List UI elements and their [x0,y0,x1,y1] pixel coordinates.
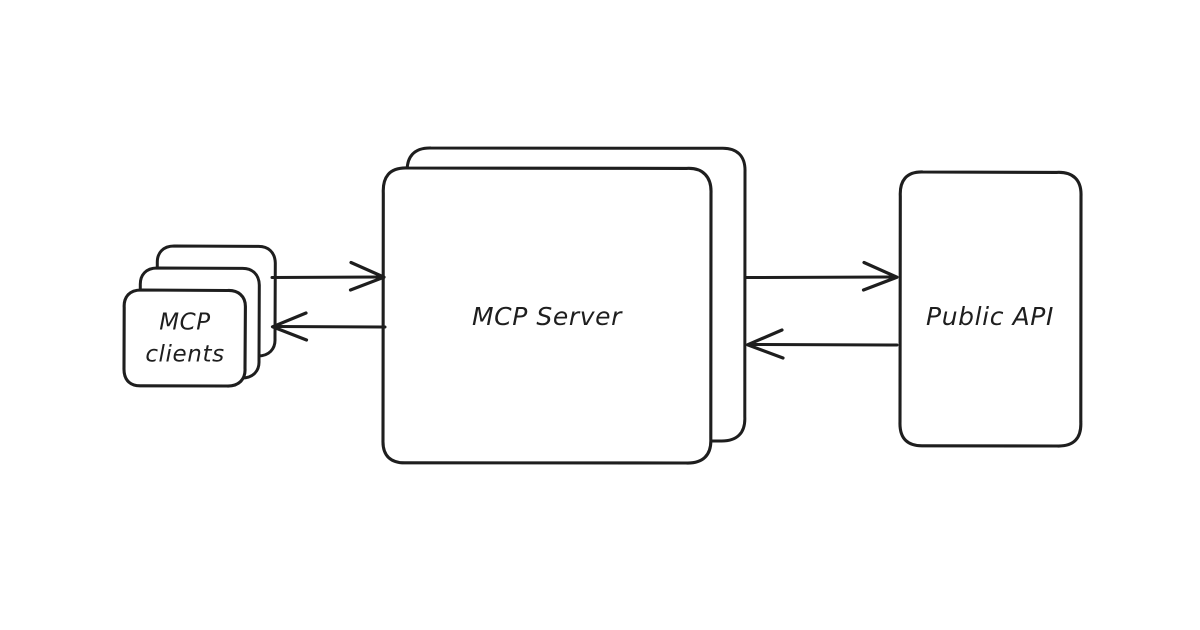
connector-clients-to-server[interactable] [270,260,386,292]
mcp-server-card-front [381,166,713,465]
node-mcp-server[interactable]: MCP Server [381,146,747,465]
node-public-api[interactable]: Public API [898,170,1083,448]
mcp-clients-card-front [122,288,247,388]
connector-clients-to-server-line [270,275,383,279]
connector-server-to-clients[interactable] [270,311,387,342]
connector-server-to-api-line [743,275,896,279]
connector-server-to-clients-arrowhead [270,311,309,342]
connector-server-to-api[interactable] [743,260,899,292]
node-mcp-clients[interactable]: MCP clients [122,244,277,388]
connector-clients-to-server-arrowhead [348,260,386,292]
connector-api-to-server[interactable] [745,328,899,360]
connector-server-to-api-arrowhead [861,260,899,292]
connector-api-to-server-line [750,343,899,347]
mcp-clients-label-line2: clients [145,342,224,368]
public-api-label: Public API [926,302,1054,331]
connector-api-to-server-arrowhead [745,328,785,360]
connector-server-to-clients-line [274,325,387,329]
public-api-card [898,170,1083,448]
mcp-clients-label-line1: MCP [159,310,211,336]
mcp-server-label: MCP Server [472,302,623,331]
